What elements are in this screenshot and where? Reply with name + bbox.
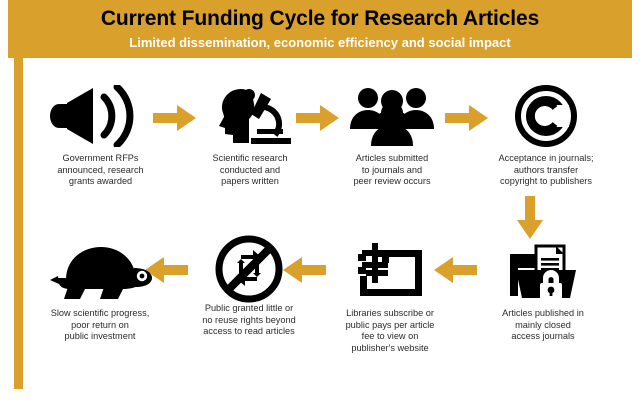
step-closed-access-journals: Articles published in mainly closed acce… xyxy=(468,240,618,343)
arrow-left-7 xyxy=(145,255,189,285)
microscope-researcher-icon xyxy=(180,85,320,147)
locked-folder-icon xyxy=(468,240,618,302)
page-subtitle: Limited dissemination, economic efficien… xyxy=(129,35,511,50)
step-caption: Acceptance in journals; authors transfer… xyxy=(498,153,594,187)
step-caption: Libraries subscribe or public pays per a… xyxy=(345,308,435,353)
arrow-left-5 xyxy=(434,255,478,285)
step-caption: Articles submitted to journals and peer … xyxy=(353,153,431,187)
page-title: Current Funding Cycle for Research Artic… xyxy=(100,7,540,30)
arrow-left-6 xyxy=(283,255,327,285)
people-group-icon xyxy=(322,85,462,147)
copyright-icon xyxy=(468,85,624,147)
step-paywall-subscription: Libraries subscribe or public pays per a… xyxy=(315,240,465,354)
step-articles-submitted: Articles submitted to journals and peer … xyxy=(322,85,462,188)
header-band: Current Funding Cycle for Research Artic… xyxy=(8,0,632,58)
step-caption: Scientific research conducted and papers… xyxy=(212,153,288,187)
arrow-right-3 xyxy=(445,103,489,133)
step-no-reuse-rights: Public granted little or no reuse rights… xyxy=(175,235,323,338)
no-reuse-icon xyxy=(175,235,323,303)
step-caption: Slow scientific progress, poor return on… xyxy=(50,308,150,342)
paywall-dollar-icon xyxy=(315,240,465,302)
step-caption: Articles published in mainly closed acce… xyxy=(502,308,584,342)
step-caption: Government RFPs announced, research gran… xyxy=(57,153,144,187)
arrow-right-2 xyxy=(296,103,340,133)
step-government-rfps: Government RFPs announced, research gran… xyxy=(28,85,173,188)
step-slow-progress: Slow scientific progress, poor return on… xyxy=(25,240,175,343)
step-scientific-research: Scientific research conducted and papers… xyxy=(180,85,320,188)
left-accent-bar xyxy=(14,58,23,389)
step-copyright-transfer: Acceptance in journals; authors transfer… xyxy=(468,85,624,188)
megaphone-icon xyxy=(28,85,173,147)
turtle-icon xyxy=(25,240,175,302)
arrow-right-1 xyxy=(153,103,197,133)
arrow-down-4 xyxy=(515,196,545,240)
step-caption: Public granted little or no reuse rights… xyxy=(202,303,296,337)
